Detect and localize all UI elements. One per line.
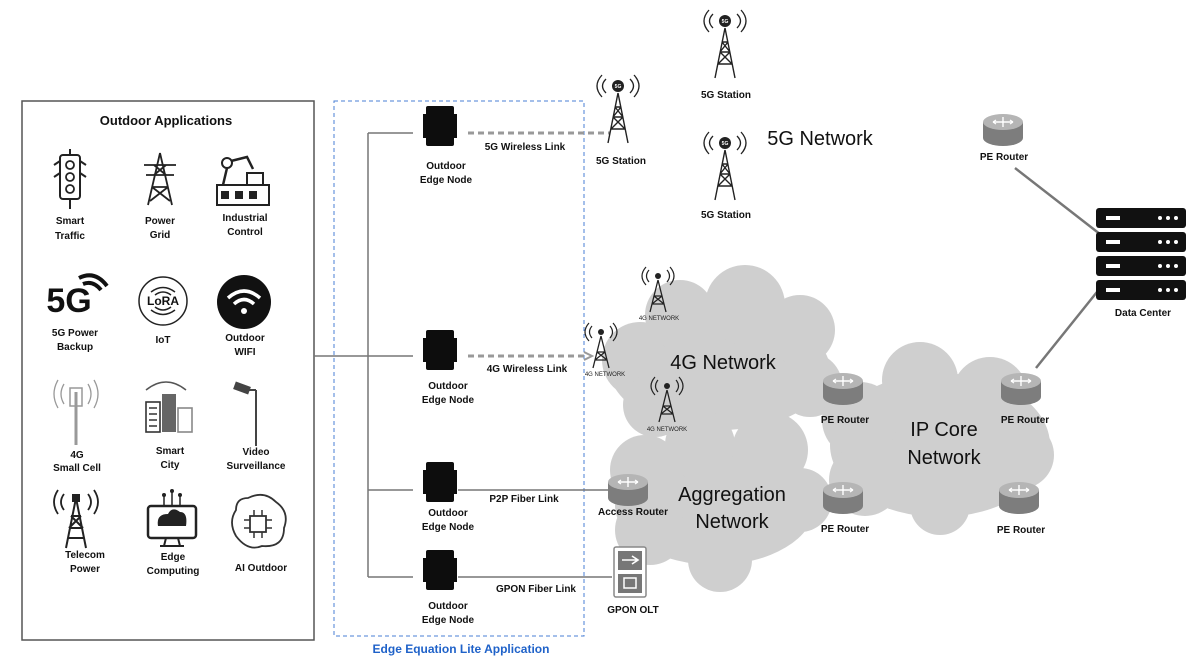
data-center-icon bbox=[1096, 208, 1186, 300]
edge-node-1 bbox=[423, 106, 457, 146]
edge-node-3-label-2: Edge Node bbox=[422, 522, 475, 533]
pe-router-icon-left-upper bbox=[822, 372, 864, 406]
5g-station-label-2: 5G Station bbox=[701, 90, 751, 101]
app-label-edge-1: Edge bbox=[161, 552, 186, 563]
app-label-industrial-1: Industrial bbox=[222, 213, 267, 224]
edge-group-box bbox=[333, 100, 585, 637]
edge-node-2-label-1: Outdoor bbox=[428, 381, 468, 392]
link-gpon-fiber-label: GPON Fiber Link bbox=[496, 584, 576, 595]
link-p2p-fiber-label: P2P Fiber Link bbox=[489, 494, 559, 505]
app-label-outdoor-wifi-2: WIFI bbox=[234, 347, 255, 358]
edge-cloud-icon bbox=[146, 489, 198, 547]
app-label-5g-power-2: Backup bbox=[57, 342, 93, 353]
pe-router-icon-right-upper bbox=[1000, 372, 1042, 406]
app-label-telecom-2: Power bbox=[70, 564, 100, 575]
network-label-aggregation-1: Aggregation bbox=[678, 484, 786, 506]
svg-text:5G: 5G bbox=[46, 282, 91, 320]
pe-router-label-left-upper: PE Router bbox=[821, 415, 869, 426]
access-router-icon bbox=[607, 473, 649, 507]
app-label-video-1: Video bbox=[242, 447, 269, 458]
outdoor-applications-title: Outdoor Applications bbox=[100, 113, 232, 128]
5g-station-label-1: 5G Station bbox=[596, 156, 646, 167]
app-label-power-grid-1: Power bbox=[145, 216, 175, 227]
cctv-camera-icon bbox=[233, 381, 257, 446]
core-to-datacenter-links bbox=[1014, 167, 1106, 369]
gpon-olt-label: GPON OLT bbox=[607, 605, 658, 616]
4g-tower-label-1: 4G NETWORK bbox=[639, 316, 679, 322]
5g-station-tower-2 bbox=[703, 9, 747, 79]
app-label-edge-2: Computing bbox=[147, 566, 200, 577]
edge-node-1-label-2: Edge Node bbox=[420, 175, 473, 186]
app-label-power-grid-2: Grid bbox=[150, 230, 171, 241]
cloud-4g-network bbox=[602, 265, 842, 437]
city-buildings-icon bbox=[145, 381, 193, 433]
app-label-4g-small-cell-1: 4G bbox=[70, 450, 84, 461]
small-cell-antenna-icon bbox=[53, 379, 99, 445]
link-5g-wireless-label: 5G Wireless Link bbox=[485, 142, 566, 153]
edge-node-4 bbox=[423, 550, 457, 590]
network-label-5g: 5G Network bbox=[767, 128, 874, 150]
app-label-industrial-2: Control bbox=[227, 227, 263, 238]
pe-router-label-top: PE Router bbox=[980, 152, 1028, 163]
edge-node-3-label-1: Outdoor bbox=[428, 508, 468, 519]
access-router-label: Access Router bbox=[598, 507, 668, 518]
app-label-video-2: Surveillance bbox=[227, 461, 286, 472]
app-label-smart-city-1: Smart bbox=[156, 446, 185, 457]
edge-node-4-label-1: Outdoor bbox=[428, 601, 468, 612]
app-label-smart-city-2: City bbox=[161, 460, 180, 471]
wifi-icon bbox=[217, 275, 271, 329]
edge-node-1-label-1: Outdoor bbox=[426, 161, 466, 172]
4g-tower-label-3: 4G NETWORK bbox=[647, 427, 687, 433]
pe-router-label-left-lower: PE Router bbox=[821, 524, 869, 535]
traffic-light-icon bbox=[53, 149, 87, 209]
5g-station-label-3: 5G Station bbox=[701, 210, 751, 221]
ai-chip-icon bbox=[231, 493, 287, 549]
robot-arm-icon bbox=[216, 155, 270, 206]
network-label-core-2: Network bbox=[907, 447, 981, 469]
edge-node-2-label-2: Edge Node bbox=[422, 395, 475, 406]
app-label-smart-traffic-1: Smart bbox=[56, 216, 85, 227]
edge-node-4-label-2: Edge Node bbox=[422, 615, 475, 626]
edge-node-2 bbox=[423, 330, 457, 370]
app-label-telecom-1: Telecom bbox=[65, 550, 105, 561]
edge-group-caption: Edge Equation Lite Application bbox=[373, 642, 550, 656]
telecom-tower-icon bbox=[53, 489, 99, 549]
4g-tower-label-2: 4G NETWORK bbox=[585, 372, 625, 378]
pe-router-label-right-lower: PE Router bbox=[997, 525, 1045, 536]
panel-connector-lines bbox=[314, 132, 413, 578]
network-label-4g: 4G Network bbox=[670, 352, 777, 374]
app-label-iot: IoT bbox=[156, 335, 171, 346]
5g-station-tower-3 bbox=[703, 131, 747, 201]
app-label-4g-small-cell-2: Small Cell bbox=[53, 463, 101, 474]
network-label-aggregation-2: Network bbox=[695, 511, 769, 533]
app-label-ai-outdoor: AI Outdoor bbox=[235, 563, 287, 574]
edge-node-3 bbox=[423, 462, 457, 502]
network-label-core-1: IP Core bbox=[910, 419, 977, 441]
lora-icon: LoRA bbox=[138, 276, 188, 326]
pe-router-label-right-upper: PE Router bbox=[1001, 415, 1049, 426]
app-label-outdoor-wifi-1: Outdoor bbox=[225, 333, 265, 344]
gpon-olt-icon bbox=[613, 546, 647, 598]
app-label-smart-traffic-2: Traffic bbox=[55, 231, 85, 242]
link-4g-wireless-label: 4G Wireless Link bbox=[487, 364, 568, 375]
pe-router-icon-left-lower bbox=[822, 481, 864, 515]
pe-router-icon-right-lower bbox=[998, 481, 1040, 515]
link-4g-arrow bbox=[583, 351, 595, 361]
pe-router-icon-top bbox=[982, 113, 1024, 147]
app-label-5g-power-1: 5G Power bbox=[52, 328, 98, 339]
data-center-label: Data Center bbox=[1115, 308, 1171, 319]
svg-text:LoRA: LoRA bbox=[147, 294, 179, 308]
5g-logo-icon: 5G bbox=[46, 273, 109, 320]
power-tower-icon bbox=[144, 152, 176, 206]
